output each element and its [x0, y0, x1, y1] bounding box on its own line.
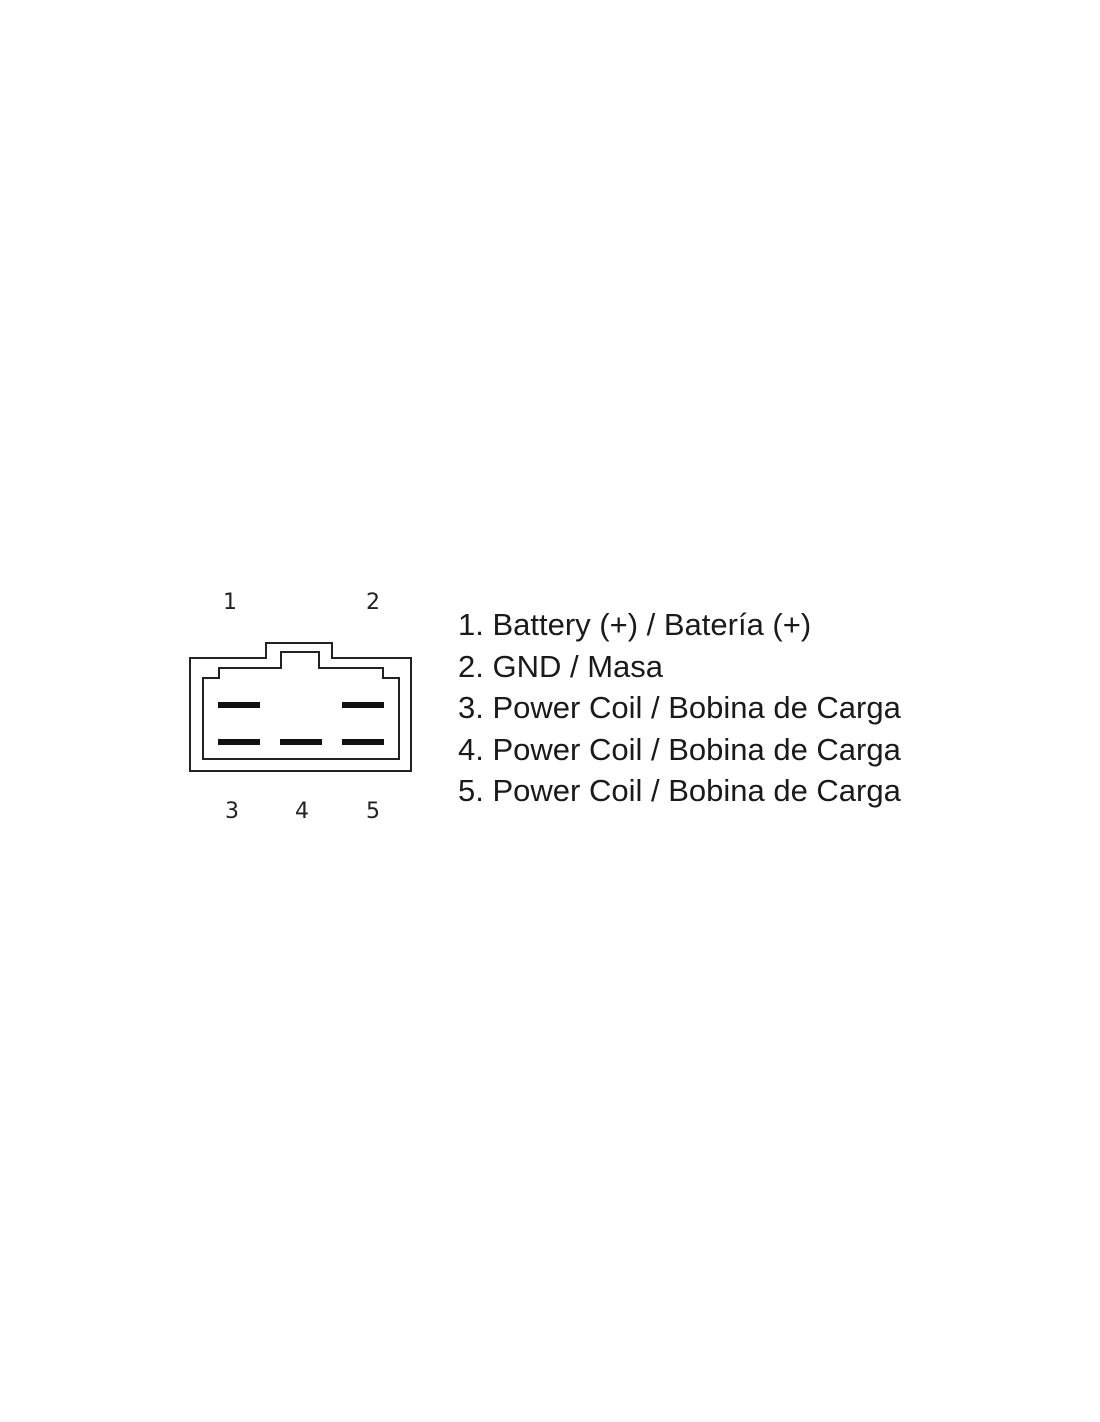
pin-legend: 1. Battery (+) / Batería (+) 2. GND / Ma…	[458, 604, 901, 812]
connector-housing-inner	[202, 651, 400, 760]
terminal-2	[342, 702, 384, 708]
legend-item-pin-5: 5. Power Coil / Bobina de Carga	[458, 773, 901, 809]
terminal-5	[342, 739, 384, 745]
legend-item-pin-1: 1. Battery (+) / Batería (+)	[458, 607, 812, 642]
pin-label-5: 5	[366, 799, 380, 824]
terminal-3	[218, 739, 260, 745]
pin-label-4: 4	[295, 799, 309, 824]
terminal-1	[218, 702, 260, 708]
pin-label-1: 1	[223, 590, 237, 615]
pin-label-2: 2	[366, 590, 380, 615]
pin-label-3: 3	[225, 799, 239, 824]
legend-item-pin-4: 4. Power Coil / Bobina de Carga	[458, 731, 901, 767]
legend-item-pin-2: 2. GND / Masa	[458, 648, 663, 684]
legend-item-pin-3: 3. Power Coil / Bobina de Carga	[458, 690, 901, 726]
terminal-4	[280, 739, 322, 745]
connector-housing-outer	[189, 642, 412, 772]
